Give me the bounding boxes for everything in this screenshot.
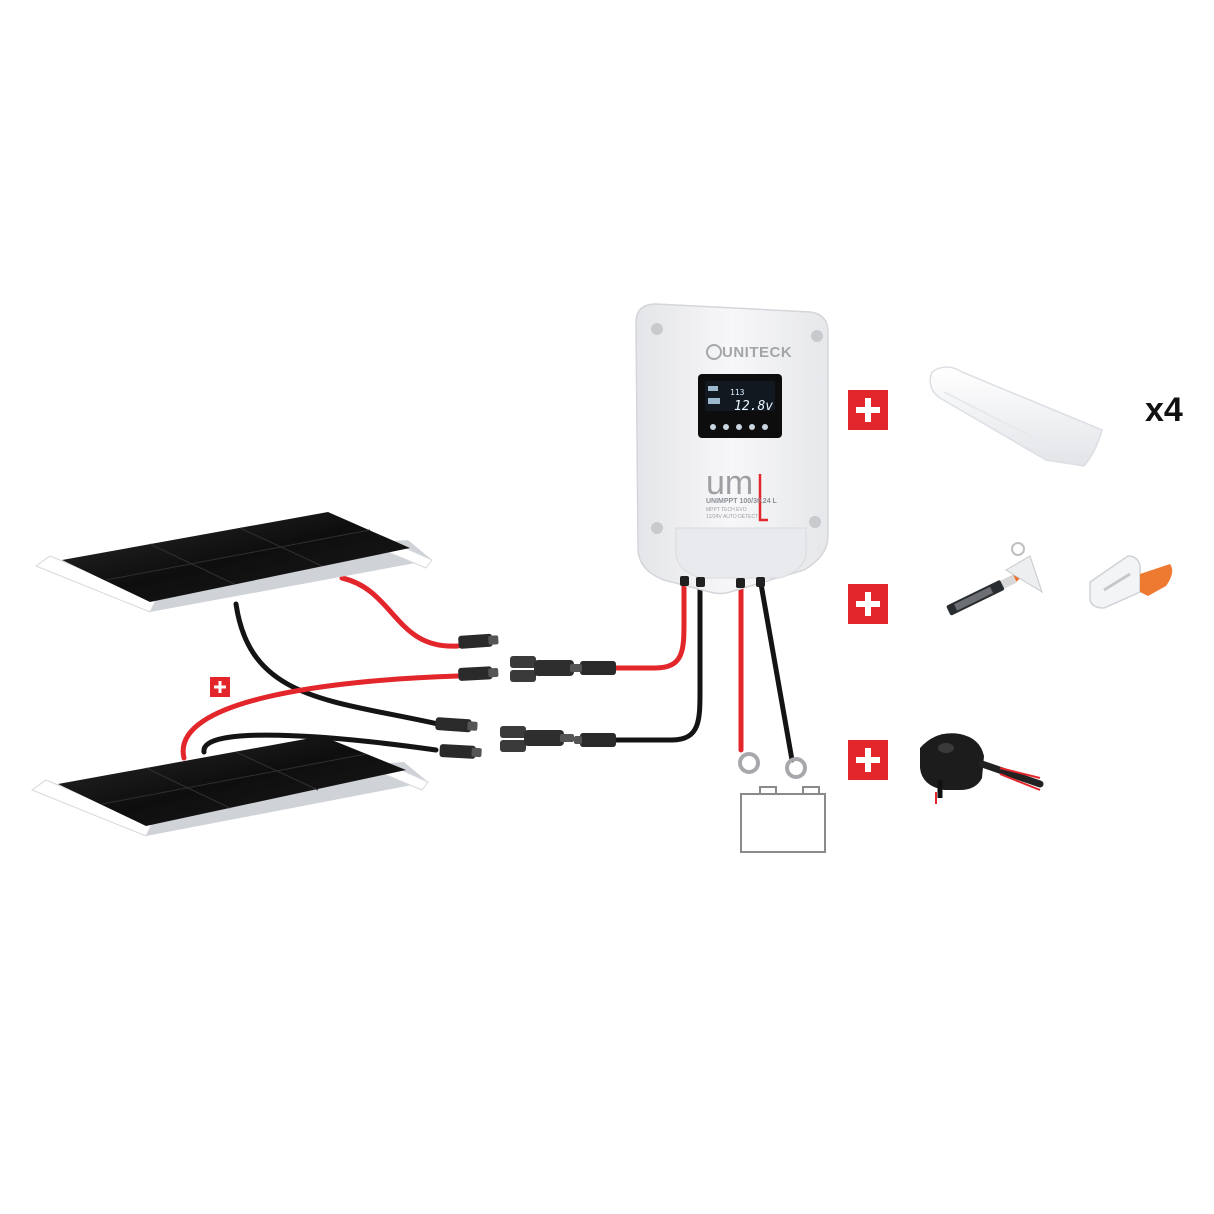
plus-badge-icon: [848, 584, 888, 624]
spoiler-quantity: x4: [1145, 391, 1183, 429]
mounting-spoiler-icon: [929, 366, 1103, 467]
pv-negative-trunk: [611, 579, 703, 743]
solar-panel-icon: [30, 736, 429, 837]
model-label: UNIMPPT 100/30.24 L: [706, 498, 778, 505]
mc4-y-branch-icon: [510, 656, 584, 682]
svg-text:um: um: [706, 464, 753, 502]
plus-badge-icon: [848, 740, 888, 780]
panel1-positive-cable: [339, 575, 461, 649]
junction-box-icon: [920, 733, 1044, 804]
sealant-tube-icon: [946, 542, 1043, 616]
svg-text:12.8v: 12.8v: [734, 399, 773, 414]
cables: [180, 575, 795, 763]
cable-gland-icon: [1089, 555, 1173, 609]
panel1-negative-cable: [233, 601, 441, 727]
mc4-connector-icon: [458, 633, 499, 649]
uniteck-logo: UNITECK: [706, 344, 792, 361]
mc4-connector-icon: [439, 744, 482, 759]
positive-connector-group: [458, 633, 616, 682]
mc4-connector-icon: [458, 666, 499, 681]
negative-connector-group: [435, 717, 616, 759]
controller-display: 113 12.8v: [698, 374, 782, 438]
model-sub2: 12/24V AUTO DETECT: [706, 514, 758, 520]
mc4-connector-icon: [574, 733, 616, 747]
model-sub1: MPPT TECH EVO: [706, 507, 747, 513]
panel2-positive-cable: [180, 673, 461, 761]
panel2-negative-cable: [201, 732, 439, 755]
battery-icon: [738, 752, 826, 853]
svg-text:UNITECK: UNITECK: [722, 344, 792, 361]
mc4-connector-icon: [435, 717, 478, 733]
plus-badge-icon: [848, 390, 888, 430]
svg-text:113: 113: [730, 388, 745, 397]
charge-controller: UNITECK 113 12.8v um UNIMPPT 100/30.24 L…: [635, 303, 829, 595]
plus-badge-icon: [210, 677, 230, 697]
um-logo: um: [706, 464, 768, 522]
mc4-y-branch-icon: [500, 726, 574, 752]
mc4-connector-icon: [574, 661, 616, 675]
solar-panel-icon: [34, 512, 433, 613]
battery-negative-cable: [758, 581, 795, 763]
pv-positive-trunk: [611, 577, 687, 671]
